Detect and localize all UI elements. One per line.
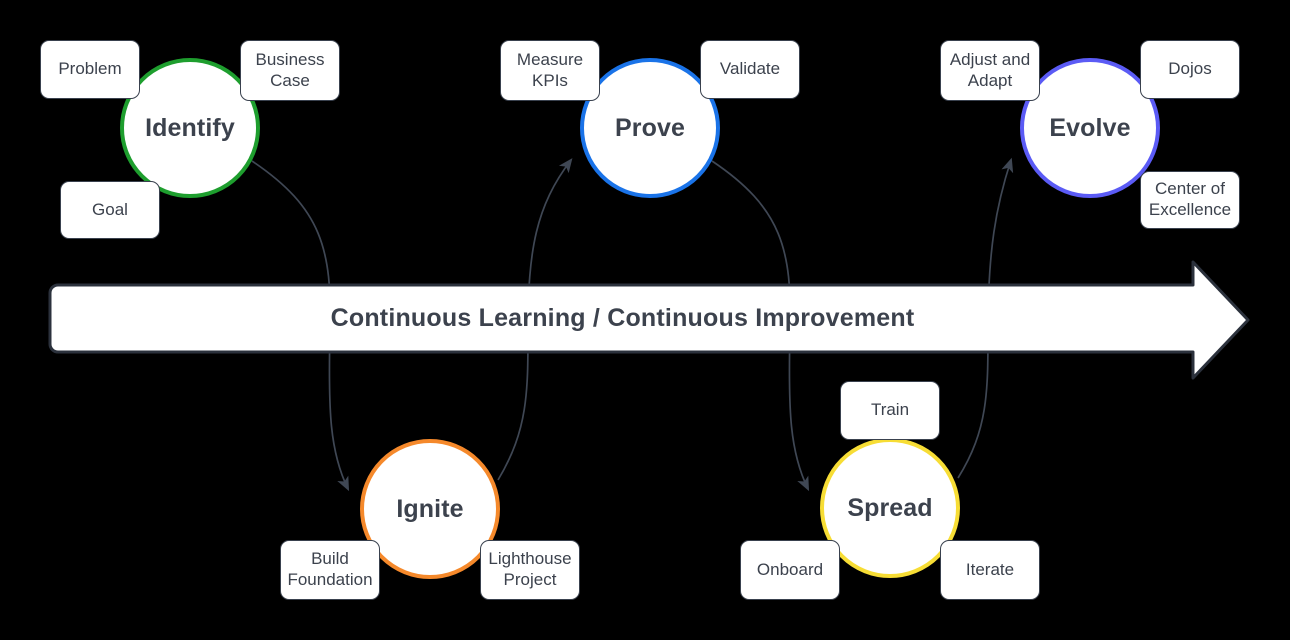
chip-label: Iterate: [965, 559, 1015, 579]
stage-circle-ignite[interactable]: Ignite: [360, 439, 500, 579]
chip-label: Measure KPIs: [516, 49, 584, 90]
chip-label: Build Foundation: [287, 549, 373, 589]
chip-measure-kpis[interactable]: Measure KPIs: [500, 40, 600, 101]
chip-center-of-excellence[interactable]: Center of Excellence: [1140, 171, 1240, 229]
chip-lighthouse-project[interactable]: Lighthouse Project: [480, 540, 580, 600]
stage-circle-spread[interactable]: Spread: [820, 438, 960, 578]
chip-adjust-and-adapt[interactable]: Adjust and Adapt: [940, 40, 1040, 101]
chip-label: Lighthouse Project: [488, 549, 572, 589]
chip-label: Validate: [719, 59, 781, 79]
chip-label: Problem: [58, 59, 122, 79]
chip-dojos[interactable]: Dojos: [1140, 40, 1240, 99]
stage-label-evolve: Evolve: [1049, 113, 1131, 142]
chip-label: Adjust and Adapt: [949, 49, 1031, 90]
chip-problem[interactable]: Problem: [40, 40, 140, 99]
stage-label-ignite: Ignite: [396, 494, 464, 523]
chip-label: Dojos: [1168, 59, 1212, 79]
stage-circle-evolve[interactable]: Evolve: [1020, 58, 1160, 198]
chip-label: Center of Excellence: [1148, 179, 1232, 219]
chip-label: Goal: [92, 199, 128, 219]
banner-label: Continuous Learning / Continuous Improve…: [330, 304, 915, 332]
chip-build-foundation[interactable]: Build Foundation: [280, 540, 380, 600]
chip-business-case[interactable]: Business Case: [240, 40, 340, 101]
chip-validate[interactable]: Validate: [700, 40, 800, 99]
chip-train[interactable]: Train: [840, 381, 940, 440]
stage-label-identify: Identify: [145, 113, 235, 142]
stage-label-prove: Prove: [615, 113, 685, 142]
chip-label: Train: [870, 400, 910, 420]
continuous-improvement-arrow: [48, 260, 1250, 380]
chip-label: Onboard: [756, 559, 824, 579]
stage-label-spread: Spread: [847, 493, 933, 522]
stage-circle-prove[interactable]: Prove: [580, 58, 720, 198]
chip-label: Business Case: [255, 49, 325, 90]
chip-goal[interactable]: Goal: [60, 181, 160, 239]
stage-circle-identify[interactable]: Identify: [120, 58, 260, 198]
chip-onboard[interactable]: Onboard: [740, 540, 840, 600]
chip-iterate[interactable]: Iterate: [940, 540, 1040, 600]
